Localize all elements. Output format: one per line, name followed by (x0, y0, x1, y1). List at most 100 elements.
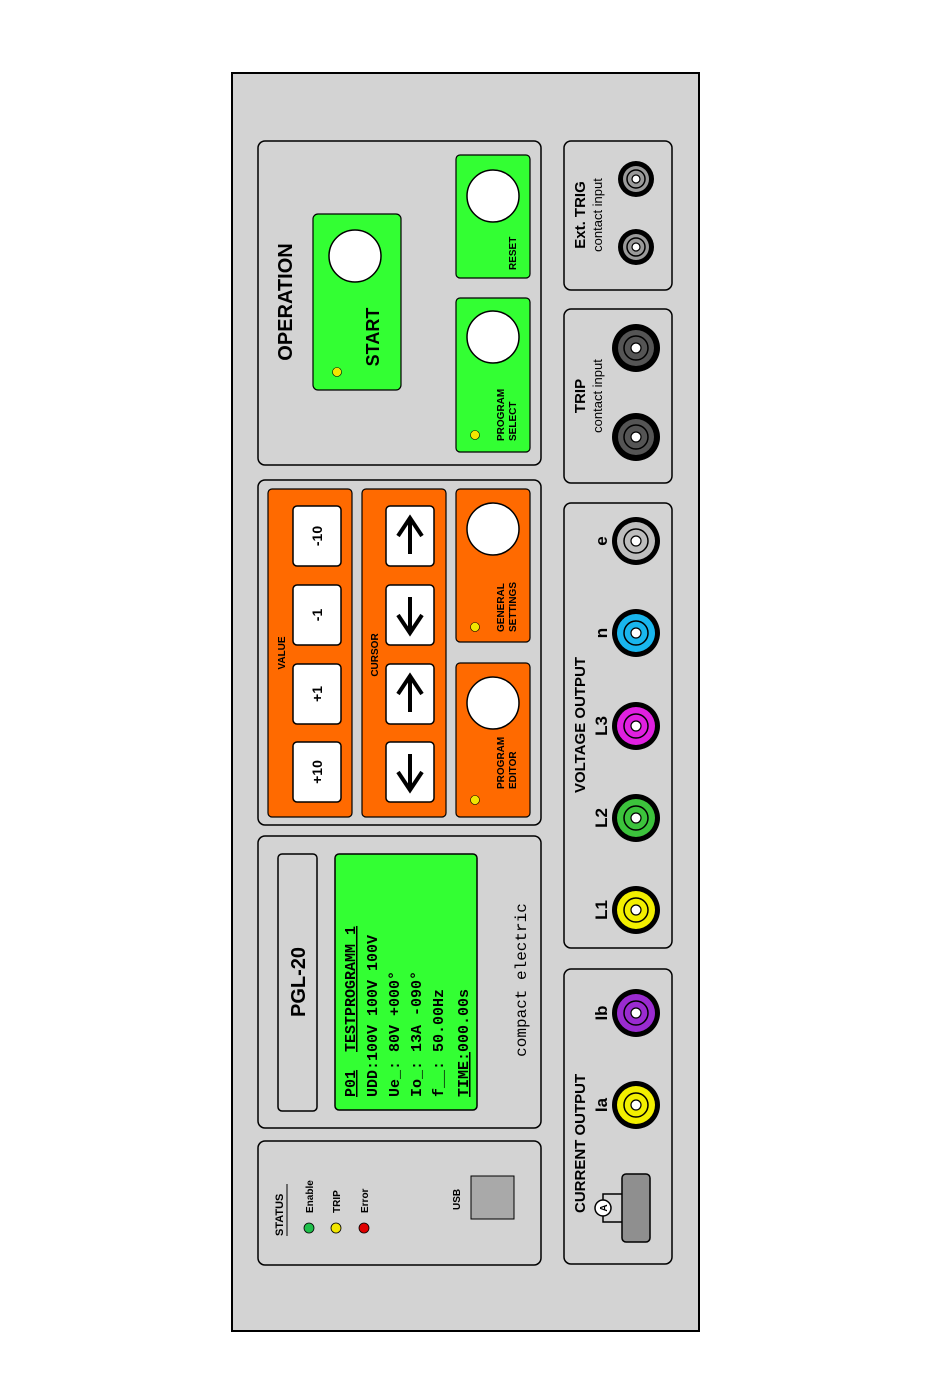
svg-text:-1: -1 (309, 609, 325, 622)
cursor-button-3[interactable] (385, 584, 435, 646)
socket-l1-label: L1 (592, 900, 611, 920)
ext-trig-title: Ext. TRIG (572, 181, 589, 249)
brand-name: compact electric (513, 903, 531, 1057)
cursor-group (361, 488, 447, 818)
lcd-screen (334, 853, 478, 1111)
lcd-line-key: P01 (343, 1070, 360, 1097)
lcd-line-key: Ue_: (387, 1061, 404, 1097)
error-led-label: Error (360, 1188, 371, 1213)
socket-n-label: n (592, 628, 611, 638)
program-editor-led (470, 795, 480, 805)
value-group-title: VALUE (277, 636, 288, 669)
trip-led-label: TRIP (332, 1190, 343, 1213)
svg-text:P01TESTPROGRAMM 1: P01 TESTPROGRAMM 1 (343, 926, 360, 1097)
trip-socket-2[interactable] (612, 324, 660, 372)
ext-trig-subtitle: contact input (590, 178, 605, 252)
controls-panel: VALUE +10 +1 -1 -10 CURSOR (257, 479, 542, 826)
general-settings-led (470, 622, 480, 632)
lcd-text: P01 TESTPROGRAMM 1 UDD:100V 100V 100V Ue_… (343, 926, 473, 1097)
value-plus10-button[interactable]: +10 (292, 741, 342, 803)
lcd-line-key: Io_: (409, 1061, 426, 1097)
socket-e[interactable] (612, 517, 660, 565)
svg-text:+1: +1 (309, 686, 325, 702)
start-led (332, 367, 342, 377)
socket-l2-label: L2 (592, 808, 611, 828)
socket-l2[interactable] (612, 794, 660, 842)
socket-ia[interactable] (612, 1081, 660, 1129)
error-led (358, 1222, 370, 1234)
svg-text:f__: 50.00Hz: f__: 50.00Hz (431, 989, 448, 1097)
display-panel: PGL-20 P01 TESTPROGRAMM 1 UDD:100V 100V 1… (257, 835, 542, 1129)
current-output-panel: CURRENT OUTPUT A Ia Ib (563, 968, 673, 1265)
arrow-down-icon (396, 597, 424, 637)
usb-label: USB (452, 1189, 463, 1210)
voltage-output-title: VOLTAGE OUTPUT (572, 657, 589, 793)
trip-title: TRIP (572, 379, 589, 413)
operation-title: OPERATION (275, 243, 297, 360)
svg-text:SETTINGS: SETTINGS (508, 582, 519, 632)
model-plate (277, 853, 318, 1112)
svg-text:GENERAL: GENERAL (496, 583, 507, 632)
lcd-line-key: UDD: (365, 1061, 382, 1097)
lcd-line-value: 100V 100V 100V (365, 935, 382, 1061)
lcd-line-value: 50.00Hz (431, 989, 448, 1061)
status-title: STATUS (274, 1194, 286, 1236)
trip-socket-1[interactable] (612, 413, 660, 461)
enable-led-label: Enable (305, 1180, 316, 1213)
svg-text:Ue_: 80V +000°: Ue_: 80V +000° (387, 971, 404, 1097)
socket-l3[interactable] (612, 702, 660, 750)
socket-e-label: e (592, 536, 611, 545)
svg-text:Io_: 13A -090°: Io_: 13A -090° (409, 971, 426, 1097)
value-minus10-button[interactable]: -10 (292, 505, 342, 567)
program-select-button[interactable]: PROGRAM SELECT (455, 297, 531, 453)
status-panel: STATUS Enable TRIP Error USB (257, 1140, 542, 1266)
reset-button[interactable]: RESET (455, 154, 531, 279)
general-settings-button[interactable]: GENERAL SETTINGS (455, 488, 531, 643)
svg-text:RESET: RESET (508, 237, 519, 270)
svg-text:+10: +10 (309, 760, 325, 784)
svg-text:PROGRAM: PROGRAM (496, 737, 507, 789)
socket-l1[interactable] (612, 886, 660, 934)
usb-port[interactable] (470, 1175, 515, 1220)
lcd-line-value: 13A -090° (409, 971, 426, 1061)
socket-n[interactable] (612, 609, 660, 657)
svg-text:A: A (599, 1204, 610, 1211)
svg-text:UDD:100V 100V 100V: UDD:100V 100V 100V (365, 935, 382, 1097)
program-select-led (470, 430, 480, 440)
svg-text:START: START (363, 308, 383, 367)
svg-text:SELECT: SELECT (508, 402, 519, 441)
arrow-up-icon (396, 672, 424, 712)
arrow-down-icon (396, 754, 424, 794)
svg-text:PROGRAM: PROGRAM (496, 389, 507, 441)
model-name: PGL-20 (288, 947, 310, 1017)
lcd-line-key: f__: (431, 1061, 448, 1097)
operation-panel: OPERATION START PROGRAM SELECT RESET (257, 140, 542, 466)
cursor-button-4[interactable] (385, 505, 435, 567)
trip-led (330, 1222, 342, 1234)
socket-ia-label: Ia (592, 1097, 611, 1112)
lcd-line-key: TIME: (456, 1052, 473, 1097)
cursor-button-1[interactable] (385, 741, 435, 803)
svg-text:-10: -10 (309, 526, 325, 546)
cursor-group-title: CURSOR (370, 633, 381, 677)
ammeter-icon (594, 1199, 612, 1217)
value-plus1-button[interactable]: +1 (292, 663, 342, 725)
socket-l3-label: L3 (592, 716, 611, 736)
ext-trig-panel: Ext. TRIG contact input (563, 140, 673, 291)
ext-trig-socket-2[interactable] (618, 161, 654, 197)
current-output-title: CURRENT OUTPUT (572, 1074, 589, 1213)
ammeter-link[interactable]: A (594, 1173, 651, 1243)
lcd-line-value: TESTPROGRAMM 1 (343, 926, 360, 1052)
cursor-button-2[interactable] (385, 663, 435, 725)
ext-trig-socket-1[interactable] (618, 229, 654, 265)
value-group (267, 488, 353, 818)
value-minus1-button[interactable]: -1 (292, 584, 342, 646)
svg-text:TIME:000.00s: TIME:000.00s (456, 989, 473, 1097)
socket-ib-label: Ib (592, 1005, 611, 1020)
svg-text:EDITOR: EDITOR (508, 751, 519, 789)
program-editor-button[interactable]: PROGRAM EDITOR (455, 662, 531, 818)
start-button[interactable]: START (312, 213, 402, 391)
lcd-line-value: 000.00s (456, 989, 473, 1052)
socket-ib[interactable] (612, 989, 660, 1037)
arrow-up-icon (396, 514, 424, 554)
